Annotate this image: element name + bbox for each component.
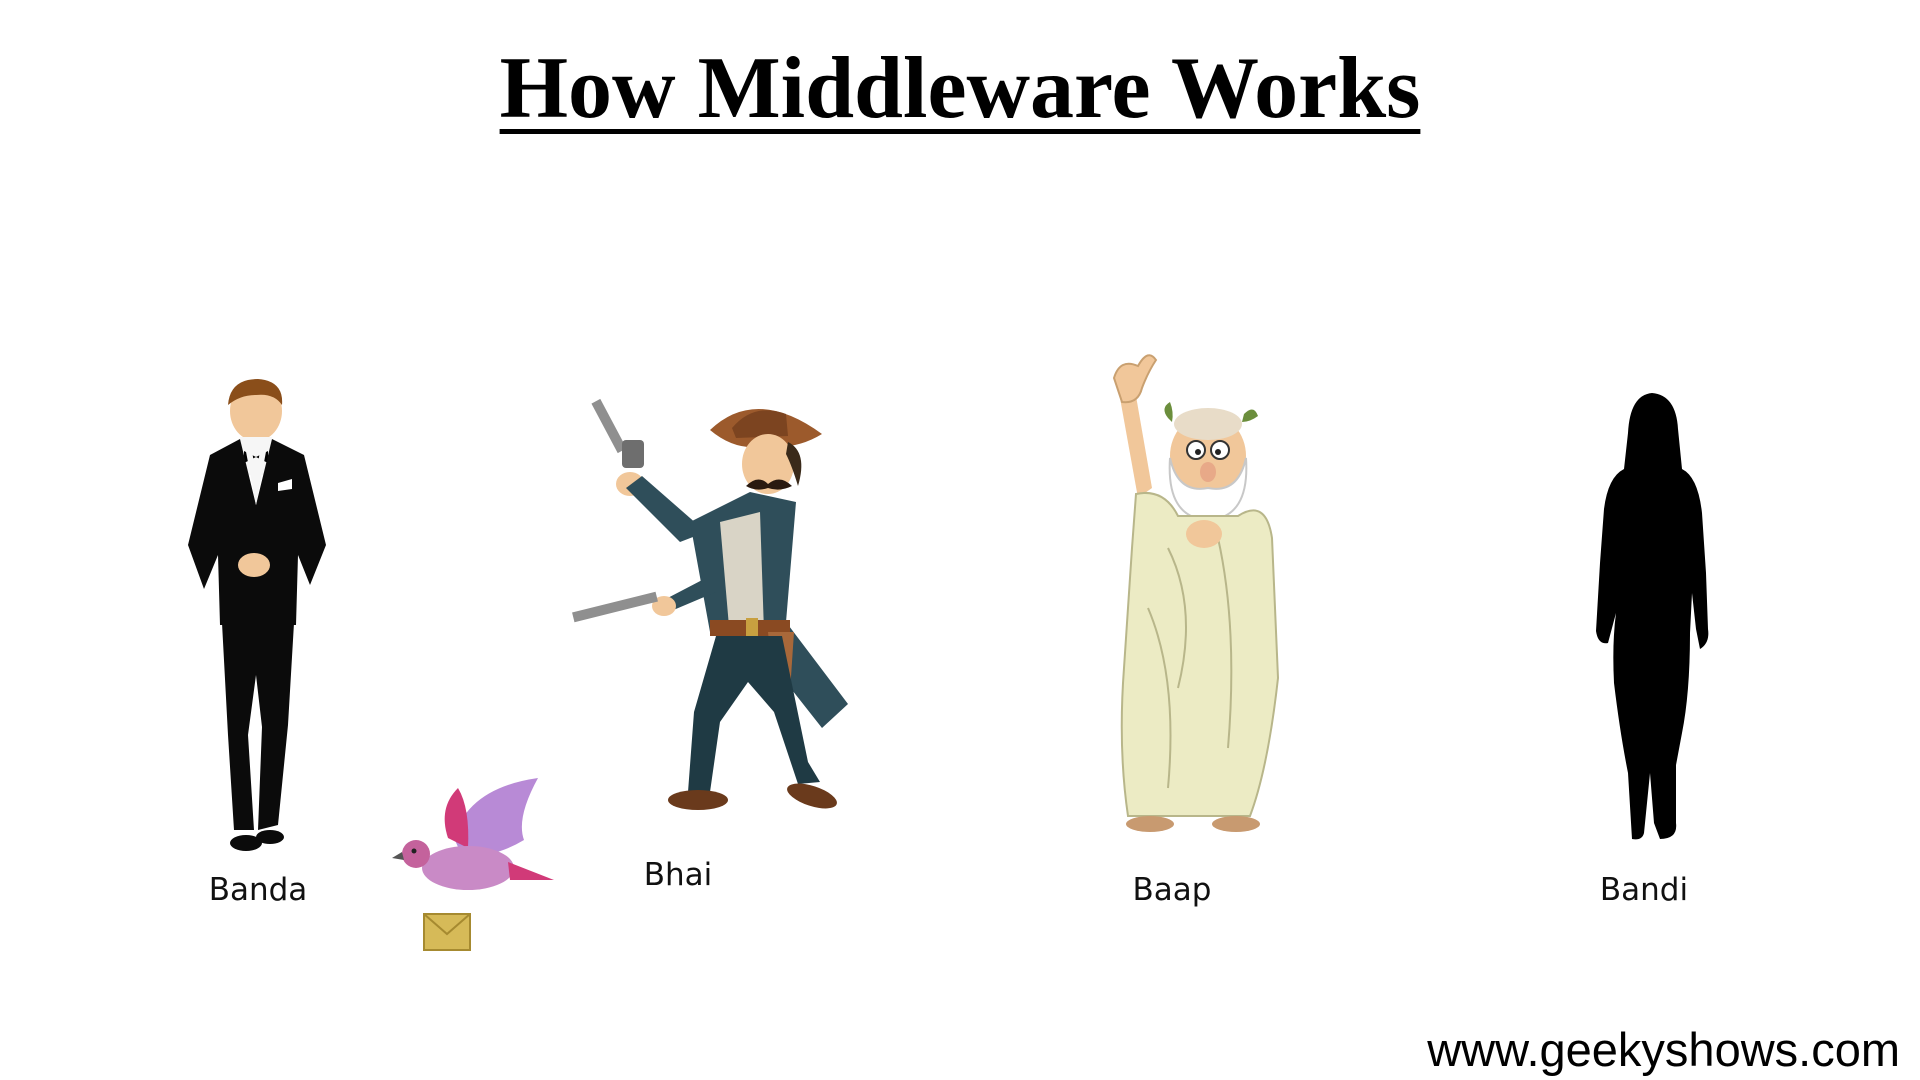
label-banda: Banda bbox=[208, 872, 308, 908]
old-sage-icon bbox=[1108, 348, 1288, 838]
label-bandi: Bandi bbox=[1599, 872, 1689, 908]
website-footer: www.geekyshows.com bbox=[1427, 1023, 1900, 1076]
tuxedo-man-icon bbox=[170, 375, 350, 855]
label-baap: Baap bbox=[1132, 872, 1212, 908]
pigeon-with-letter-icon bbox=[392, 778, 558, 953]
page-title: How Middleware Works bbox=[499, 40, 1421, 137]
label-bhai: Bhai bbox=[643, 857, 713, 893]
gunslinger-icon bbox=[560, 392, 860, 832]
woman-silhouette-icon bbox=[1592, 393, 1712, 843]
